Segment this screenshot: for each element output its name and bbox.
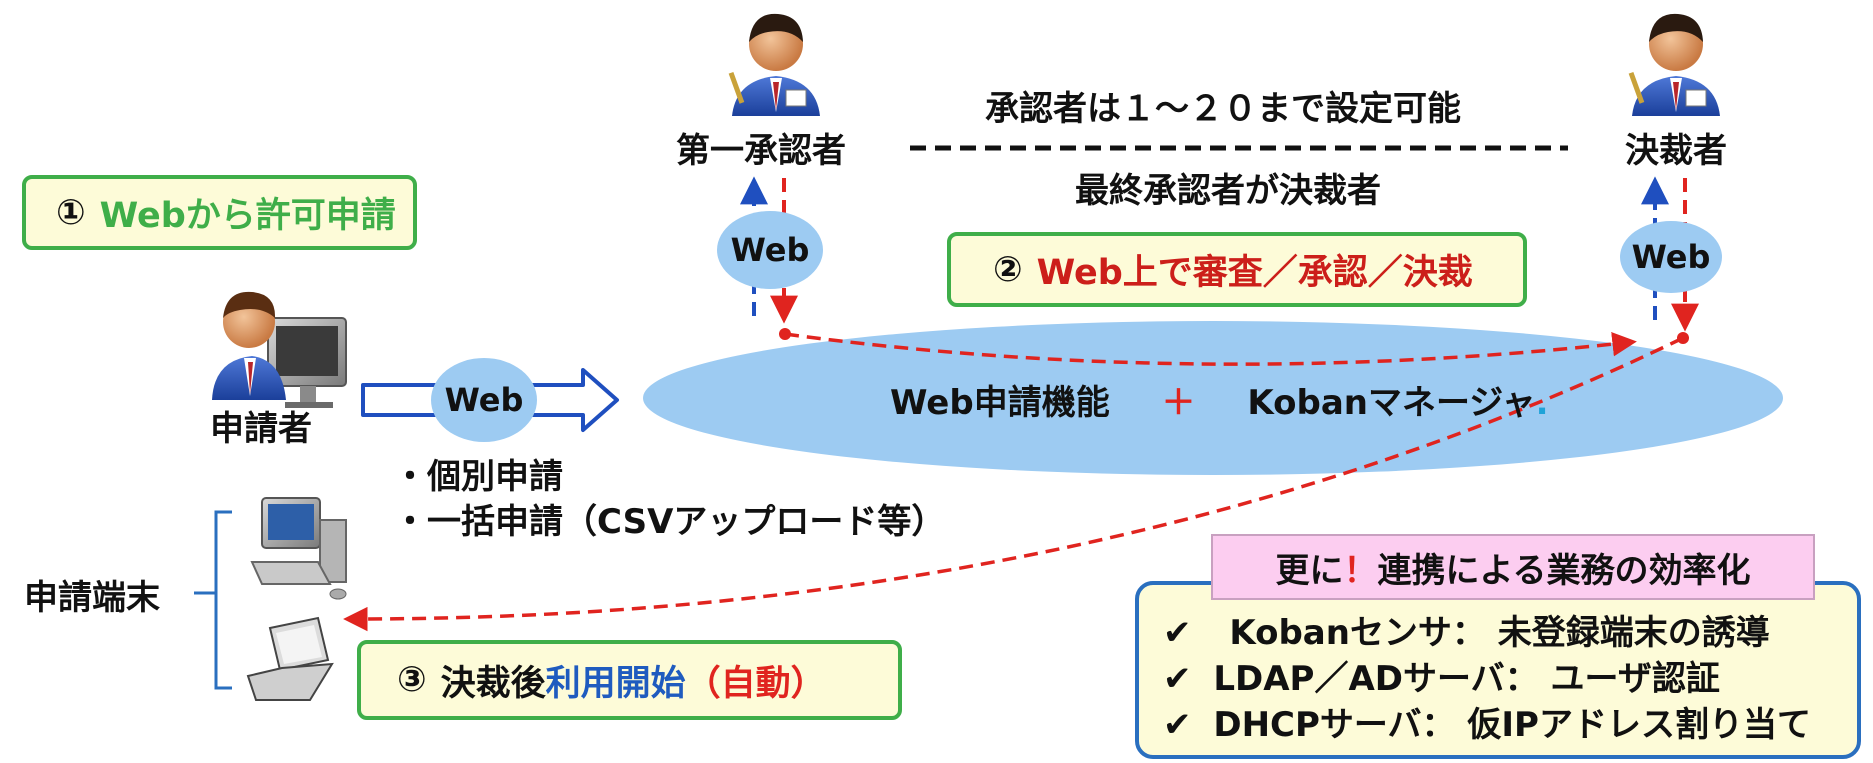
integration-title-post: 連携による業務の効率化: [1377, 550, 1751, 591]
desktop-computer-icon: [250, 497, 347, 600]
integration-item-text: LDAP／ADサーバ： ユーザ認証: [1213, 659, 1720, 699]
integration-title-pre: 更に: [1275, 550, 1344, 591]
ellipse-dot: .: [1535, 383, 1549, 423]
activation-flow-arrow: [343, 336, 1684, 632]
step2-box: ② Web上で審査／承認／決裁: [947, 232, 1527, 307]
check-icon: ✔: [1163, 705, 1192, 745]
integration-item-text: DHCPサーバ： 仮IPアドレス割り当て: [1213, 705, 1811, 745]
web-label-applicant: Web: [444, 381, 524, 419]
laptop-icon: [246, 616, 334, 701]
web-bubble-applicant: [431, 358, 537, 442]
system-ellipse: [643, 321, 1783, 475]
apply-method-individual: ・個別申請: [393, 457, 563, 497]
step1-label: Webから許可申請: [99, 196, 396, 236]
person-badge-icon: [728, 13, 820, 116]
final-approver-label: 決裁者: [1625, 131, 1727, 171]
check-icon: ✔: [1163, 659, 1192, 699]
approver-note-bottom: 最終承認者が決裁者: [1075, 171, 1381, 211]
terminal-bracket: [194, 510, 232, 690]
step1-box: ① Webから許可申請: [22, 175, 417, 250]
step3-blue: 利用開始: [545, 663, 686, 704]
integration-item: ✔ DHCPサーバ： 仮IPアドレス割り当て: [1163, 708, 1811, 742]
step1-number: ①: [56, 192, 86, 233]
first-approver-label: 第一承認者: [676, 131, 846, 171]
check-icon: ✔: [1163, 613, 1192, 653]
web-label-first-approver: Web: [730, 231, 810, 269]
step3-prefix: 決裁後: [440, 663, 546, 704]
step2-label: Web上で審査／承認／決裁: [1036, 253, 1473, 293]
web-bubble-first-approver: [717, 211, 823, 289]
integration-item: ✔ Kobanセンサ： 未登録端末の誘導: [1163, 616, 1770, 650]
plus-sign: ＋: [1161, 383, 1196, 423]
step3-red: （自動）: [685, 663, 826, 704]
integration-title: 更に ！ 連携による業務の効率化: [1211, 534, 1815, 600]
approval-flow-arrow: [784, 331, 1637, 366]
koban-manager: Kobanマネージャ: [1247, 383, 1536, 423]
step3-number: ③: [397, 660, 427, 700]
web-label-final-approver: Web: [1631, 238, 1711, 276]
integration-item: ✔ LDAP／ADサーバ： ユーザ認証: [1163, 662, 1720, 696]
web-bubble-final-approver: [1620, 221, 1722, 293]
integration-title-mark: ！: [1343, 550, 1378, 591]
integration-box: [1135, 581, 1861, 759]
apply-method-bulk: ・一括申請（CSVアップロード等）: [393, 502, 946, 542]
web-apply-function: Web申請機能: [890, 383, 1110, 423]
terminals-label: 申請端末: [24, 578, 160, 618]
integration-item-text: Kobanセンサ： 未登録端末の誘導: [1229, 613, 1770, 653]
step3-box: ③ 決裁後 利用開始 （自動）: [357, 640, 902, 720]
person-computer-icon: [212, 291, 347, 408]
ellipse-text: Web申請機能 ＋ Kobanマネージャ.: [890, 386, 1549, 420]
step2-number: ②: [993, 249, 1023, 290]
person-badge-icon: [1628, 13, 1720, 116]
approver-note-top: 承認者は１～２０まで設定可能: [985, 89, 1461, 129]
applicant-label: 申請者: [210, 409, 312, 449]
